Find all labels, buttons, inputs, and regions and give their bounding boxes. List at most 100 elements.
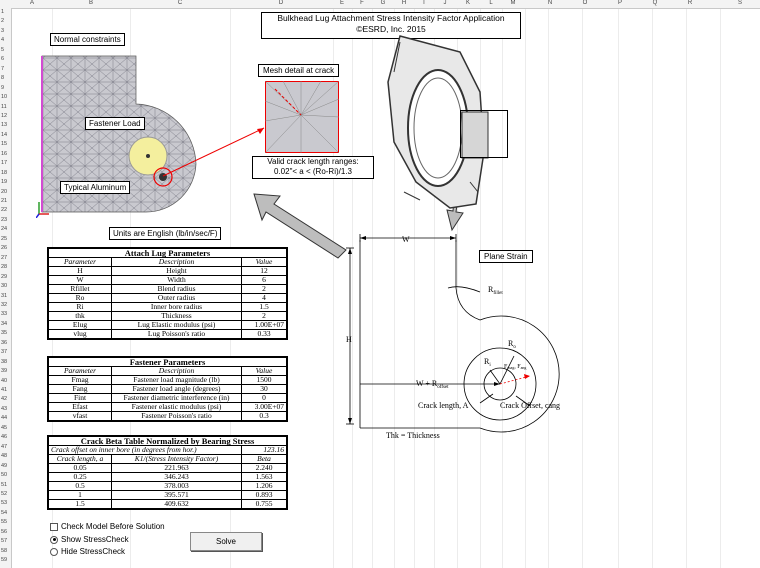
column-header[interactable]: B <box>88 0 94 6</box>
column-header[interactable]: E <box>339 0 345 6</box>
row-header[interactable]: 8 <box>1 75 5 82</box>
plane-strain-label[interactable]: Plane Strain <box>479 250 533 264</box>
row-header[interactable]: 26 <box>1 245 8 252</box>
row-header[interactable]: 46 <box>1 434 8 441</box>
row-header[interactable]: 40 <box>1 377 8 384</box>
row-header[interactable]: 15 <box>1 141 8 148</box>
row-header[interactable]: 19 <box>1 179 8 186</box>
row-header[interactable]: 14 <box>1 131 8 138</box>
lug-thk-value[interactable]: 2 <box>241 311 287 321</box>
column-header[interactable]: L <box>489 0 493 6</box>
col-parameter[interactable]: Parameter <box>48 257 112 267</box>
app-title-box[interactable]: Bulkhead Lug Attachment Stress Intensity… <box>261 12 521 39</box>
lug-w-value[interactable]: 6 <box>241 275 287 285</box>
row-header[interactable]: 44 <box>1 415 8 422</box>
row-header[interactable]: 50 <box>1 472 8 479</box>
column-header[interactable]: Q <box>652 0 658 6</box>
crack-offset-value[interactable]: 123.16 <box>241 445 287 455</box>
row-header[interactable]: 6 <box>1 56 5 63</box>
row-header[interactable]: 56 <box>1 528 8 535</box>
row-header[interactable]: 32 <box>1 301 8 308</box>
row-header[interactable]: 58 <box>1 547 8 554</box>
col-k1[interactable]: K1/(Stress Intensity Factor) <box>111 454 242 464</box>
column-header[interactable]: R <box>687 0 693 6</box>
row-header[interactable]: 5 <box>1 46 5 53</box>
lug-h-value[interactable]: 12 <box>241 266 287 276</box>
column-header[interactable]: N <box>547 0 553 6</box>
row-header[interactable]: 27 <box>1 254 8 261</box>
column-header[interactable]: F <box>360 0 364 6</box>
row-header[interactable]: 34 <box>1 320 8 327</box>
row-header[interactable]: 16 <box>1 150 8 157</box>
row-header[interactable]: 10 <box>1 94 8 101</box>
lug-ro-value[interactable]: 4 <box>241 293 287 303</box>
row-header[interactable]: 30 <box>1 283 8 290</box>
show-stresscheck-radio[interactable] <box>50 535 58 544</box>
col-value[interactable]: Value <box>241 366 287 376</box>
row-header[interactable]: 42 <box>1 396 8 403</box>
column-header[interactable]: H <box>401 0 407 6</box>
row-header[interactable]: 25 <box>1 235 8 242</box>
col-crack-length[interactable]: Crack length, a <box>48 454 112 464</box>
lug-rfillet-value[interactable]: 2 <box>241 284 287 294</box>
row-header[interactable]: 7 <box>1 65 5 72</box>
solve-button[interactable]: Solve <box>190 532 262 551</box>
vfast-value[interactable]: 0.3 <box>241 411 287 421</box>
column-header[interactable]: J <box>443 0 447 6</box>
column-header[interactable]: D <box>278 0 284 6</box>
typical-aluminum-label[interactable]: Typical Aluminum <box>60 181 131 195</box>
row-header[interactable]: 22 <box>1 207 8 214</box>
row-header[interactable]: 31 <box>1 292 8 299</box>
column-header[interactable]: A <box>29 0 35 6</box>
efast-value[interactable]: 3.00E+07 <box>241 402 287 412</box>
fint-value[interactable]: 0 <box>241 393 287 403</box>
fastener-load-label[interactable]: Fastener Load <box>85 117 145 131</box>
row-header[interactable]: 33 <box>1 311 8 318</box>
column-header[interactable]: K <box>465 0 471 6</box>
units-label[interactable]: Units are English (lb/in/sec/F) <box>109 227 222 241</box>
row-header[interactable]: 55 <box>1 519 8 526</box>
row-header[interactable]: 28 <box>1 264 8 271</box>
row-header[interactable]: 13 <box>1 122 8 129</box>
column-header[interactable]: M <box>510 0 516 6</box>
column-header[interactable]: C <box>177 0 183 6</box>
col-value[interactable]: Value <box>241 257 287 267</box>
row-header[interactable]: 9 <box>1 84 5 91</box>
row-header[interactable]: 17 <box>1 160 8 167</box>
row-header[interactable]: 45 <box>1 424 8 431</box>
row-header[interactable]: 23 <box>1 216 8 223</box>
row-header[interactable]: 39 <box>1 368 8 375</box>
row-header[interactable]: 12 <box>1 112 8 119</box>
fmag-value[interactable]: 1500 <box>241 375 287 385</box>
row-header[interactable]: 4 <box>1 37 5 44</box>
normal-constraints-label[interactable]: Normal constraints <box>50 33 125 47</box>
column-header[interactable]: O <box>582 0 588 6</box>
show-stresscheck-option[interactable]: Show StressCheck <box>50 535 129 544</box>
check-model-checkbox[interactable] <box>50 522 58 531</box>
col-description[interactable]: Description <box>111 257 242 267</box>
row-header[interactable]: 54 <box>1 509 8 516</box>
lug-vlug-value[interactable]: 0.33 <box>241 329 287 339</box>
crack-offset-label[interactable]: Crack offset on inner bore (in degrees f… <box>48 445 242 455</box>
row-header[interactable]: 53 <box>1 500 8 507</box>
row-header[interactable]: 59 <box>1 557 8 564</box>
row-header[interactable]: 20 <box>1 188 8 195</box>
row-header[interactable]: 51 <box>1 481 8 488</box>
row-header[interactable]: 41 <box>1 387 8 393</box>
col-parameter[interactable]: Parameter <box>48 366 112 376</box>
lug-elug-value[interactable]: 1.00E+07 <box>241 320 287 330</box>
row-header[interactable]: 47 <box>1 443 8 450</box>
row-header[interactable]: 2 <box>1 18 5 25</box>
row-header[interactable]: 18 <box>1 169 8 176</box>
check-model-option[interactable]: Check Model Before Solution <box>50 522 165 531</box>
row-header[interactable]: 43 <box>1 405 8 412</box>
row-header[interactable]: 52 <box>1 490 8 497</box>
column-header[interactable]: I <box>423 0 425 6</box>
fang-value[interactable]: 30 <box>241 384 287 394</box>
hide-stresscheck-radio[interactable] <box>50 547 58 556</box>
column-header[interactable]: G <box>380 0 386 6</box>
row-header[interactable]: 36 <box>1 339 8 346</box>
row-header[interactable]: 11 <box>1 103 7 110</box>
row-header[interactable]: 35 <box>1 330 8 337</box>
row-header[interactable]: 37 <box>1 349 8 356</box>
